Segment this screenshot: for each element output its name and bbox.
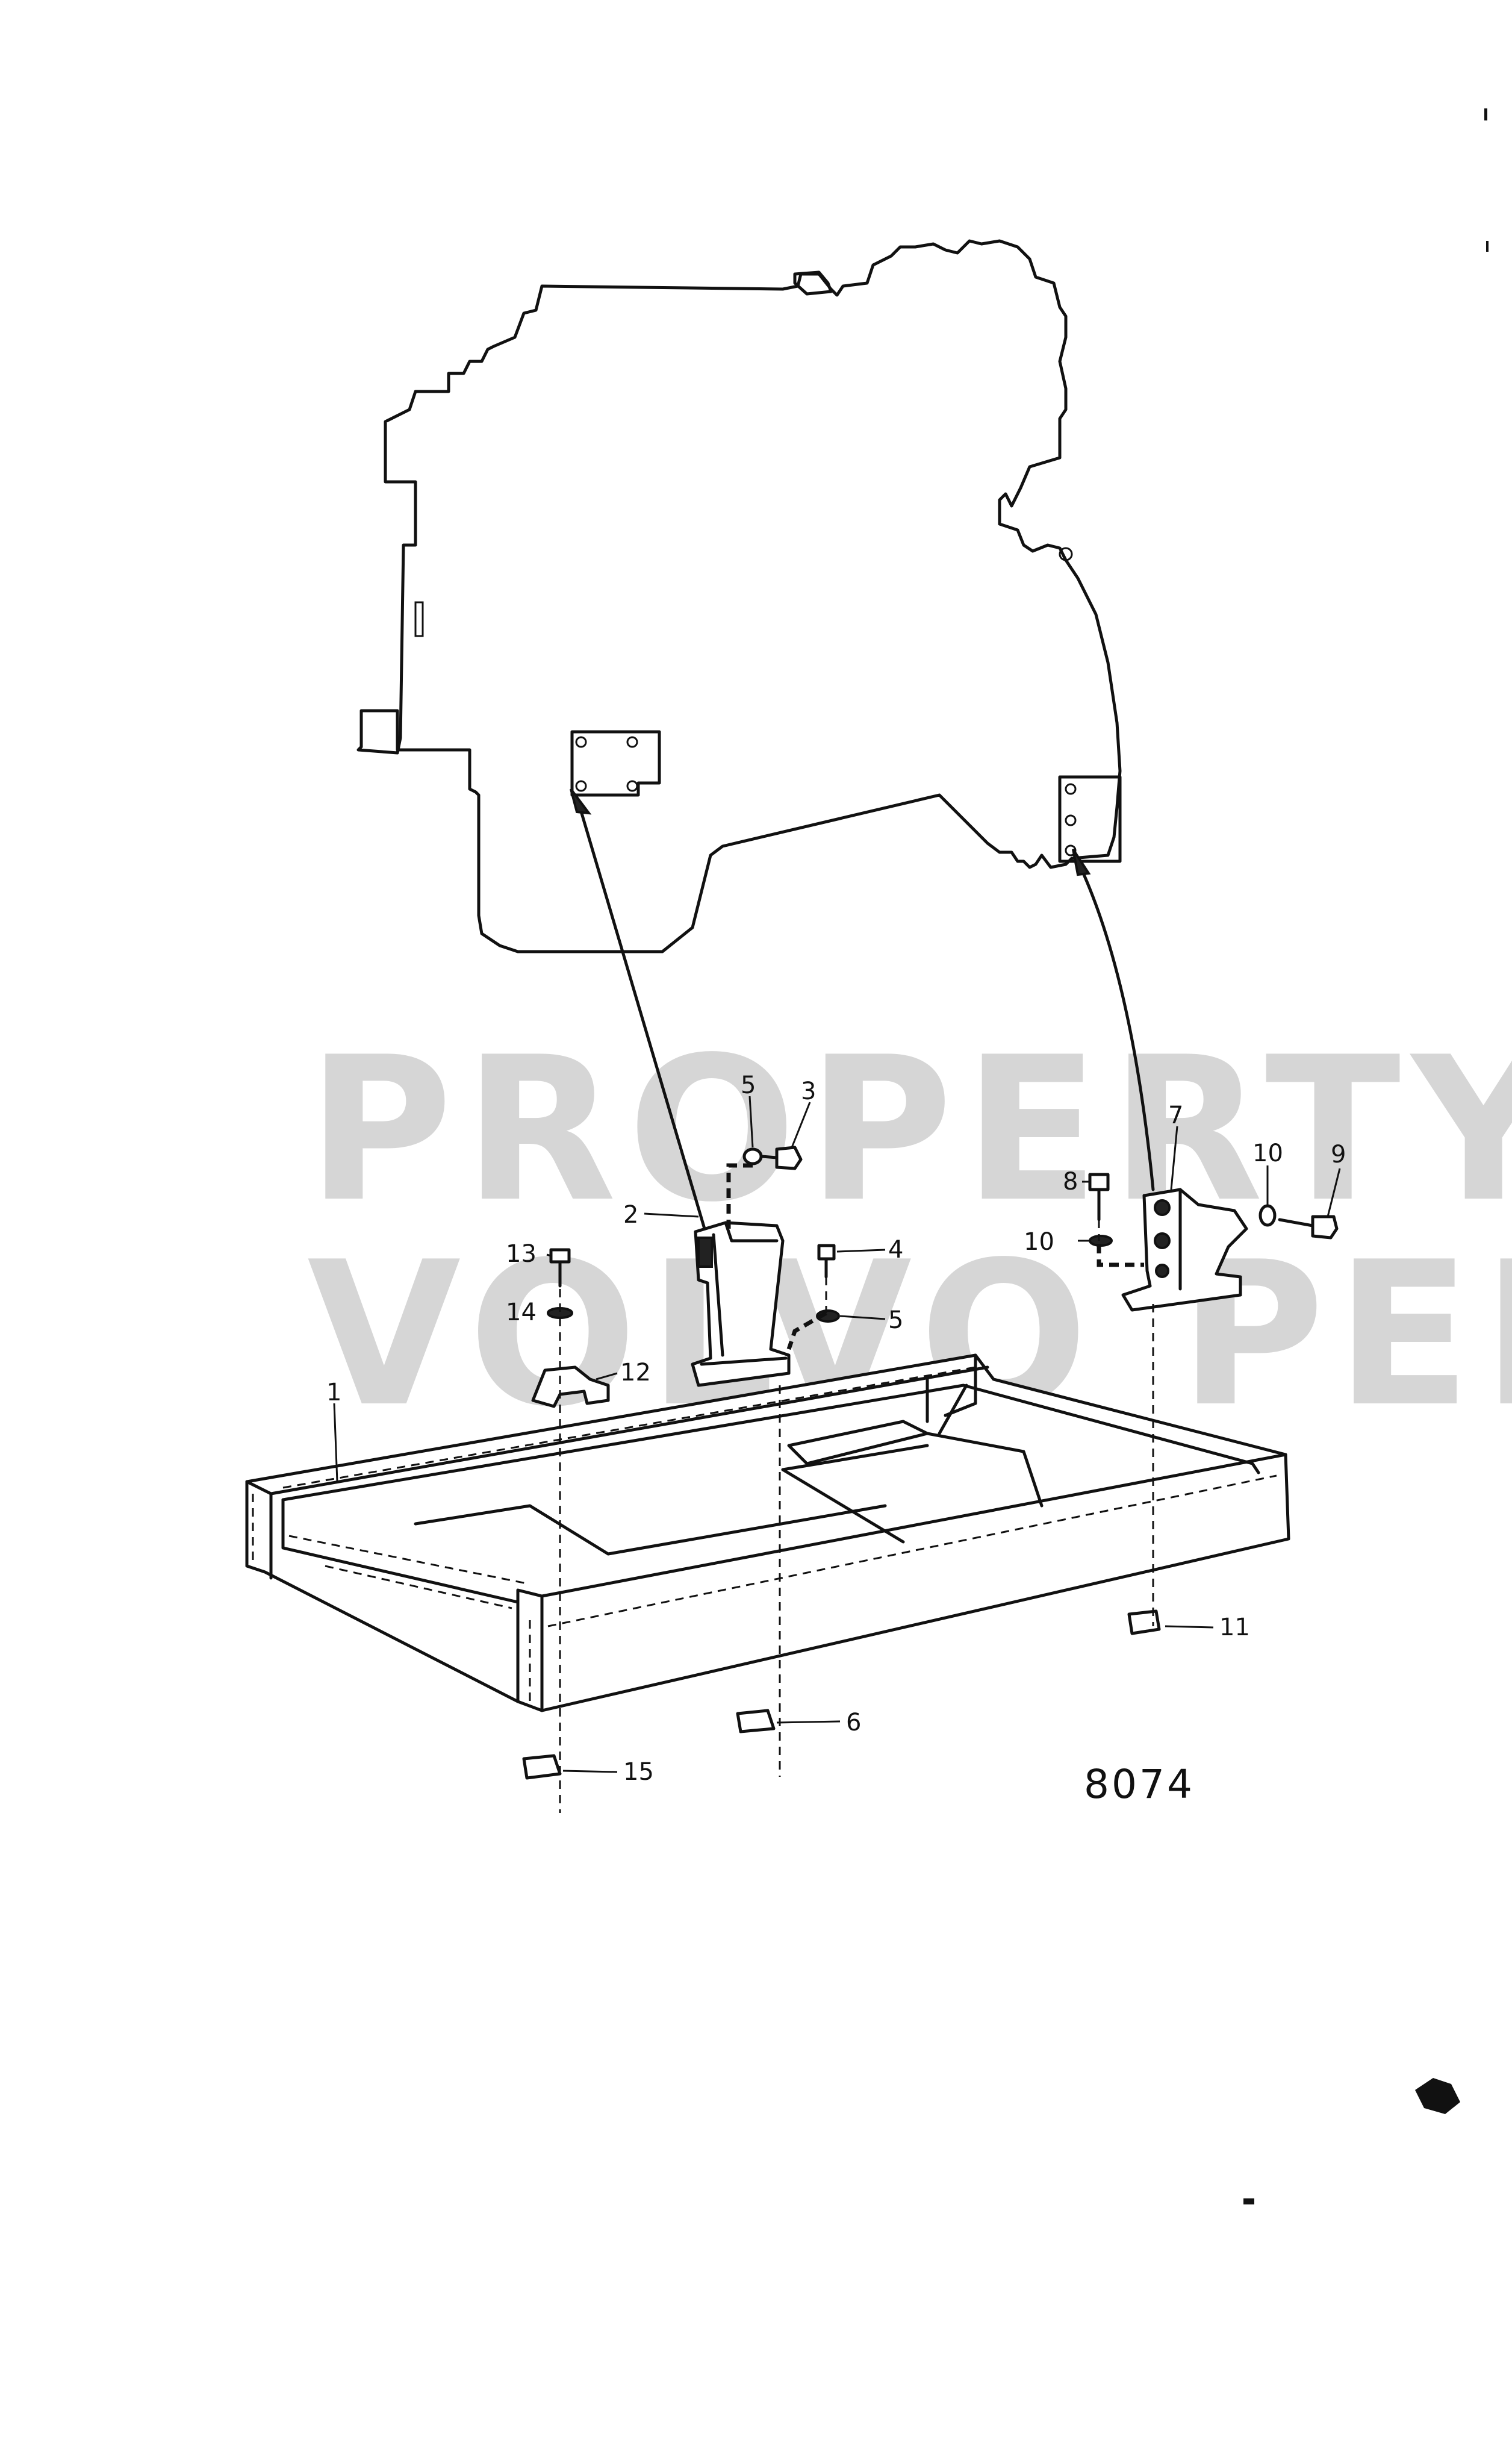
drawing-number: 8074: [1084, 1761, 1195, 1808]
bracket-12: [531, 1365, 610, 1408]
callout-15: 15: [623, 1758, 654, 1786]
callout-4: 4: [888, 1236, 903, 1264]
fasteners: [522, 1146, 1339, 1780]
bolt-9: [1311, 1215, 1339, 1240]
callout-8: 8: [1063, 1168, 1078, 1196]
bolt-3: [775, 1146, 803, 1170]
engine-slot: [414, 601, 424, 637]
callout-labels: 1 2 3 4 5 5 6 7 8 9 10 10 11 12 13 14 15: [326, 1072, 1346, 1786]
callout-1: 1: [326, 1379, 341, 1406]
assembly-axes: [559, 1163, 1154, 1813]
clip-15: [522, 1754, 562, 1780]
engine-outline: [356, 239, 1122, 953]
callout-12: 12: [620, 1359, 651, 1387]
assembly-arrows: [570, 788, 1155, 1231]
watermark-line-1: PROPERTY OF: [307, 1014, 1512, 1246]
base-frame: [245, 1353, 1290, 1712]
bolt-4-head: [817, 1244, 836, 1261]
callout-14: 14: [506, 1299, 537, 1326]
callout-11: 11: [1219, 1614, 1250, 1641]
callout-3: 3: [801, 1078, 816, 1105]
washer-10-upper: [1258, 1204, 1277, 1227]
clip-6: [736, 1709, 776, 1733]
callout-9: 9: [1331, 1141, 1346, 1168]
callout-7: 7: [1168, 1102, 1183, 1129]
washer-5-top: [742, 1147, 763, 1165]
watermark: PROPERTY OF VOLVO PENTA: [307, 1014, 1512, 1450]
clip-11: [1127, 1609, 1161, 1635]
scan-specks: [1243, 108, 1489, 2204]
rear-right-bracket: [1121, 1188, 1248, 1312]
callout-2: 2: [623, 1201, 638, 1229]
callout-13: 13: [506, 1240, 537, 1268]
front-left-bracket: [691, 1221, 791, 1387]
callout-5-upper: 5: [741, 1072, 756, 1099]
callout-5-lower: 5: [888, 1306, 903, 1334]
leader-lines: [333, 1096, 1341, 1773]
bolt-8-head: [1088, 1173, 1110, 1191]
callout-10-lower: 10: [1024, 1228, 1054, 1256]
callout-10-upper: 10: [1252, 1140, 1283, 1167]
callout-6: 6: [846, 1709, 861, 1736]
bolt-13-head: [549, 1248, 571, 1264]
